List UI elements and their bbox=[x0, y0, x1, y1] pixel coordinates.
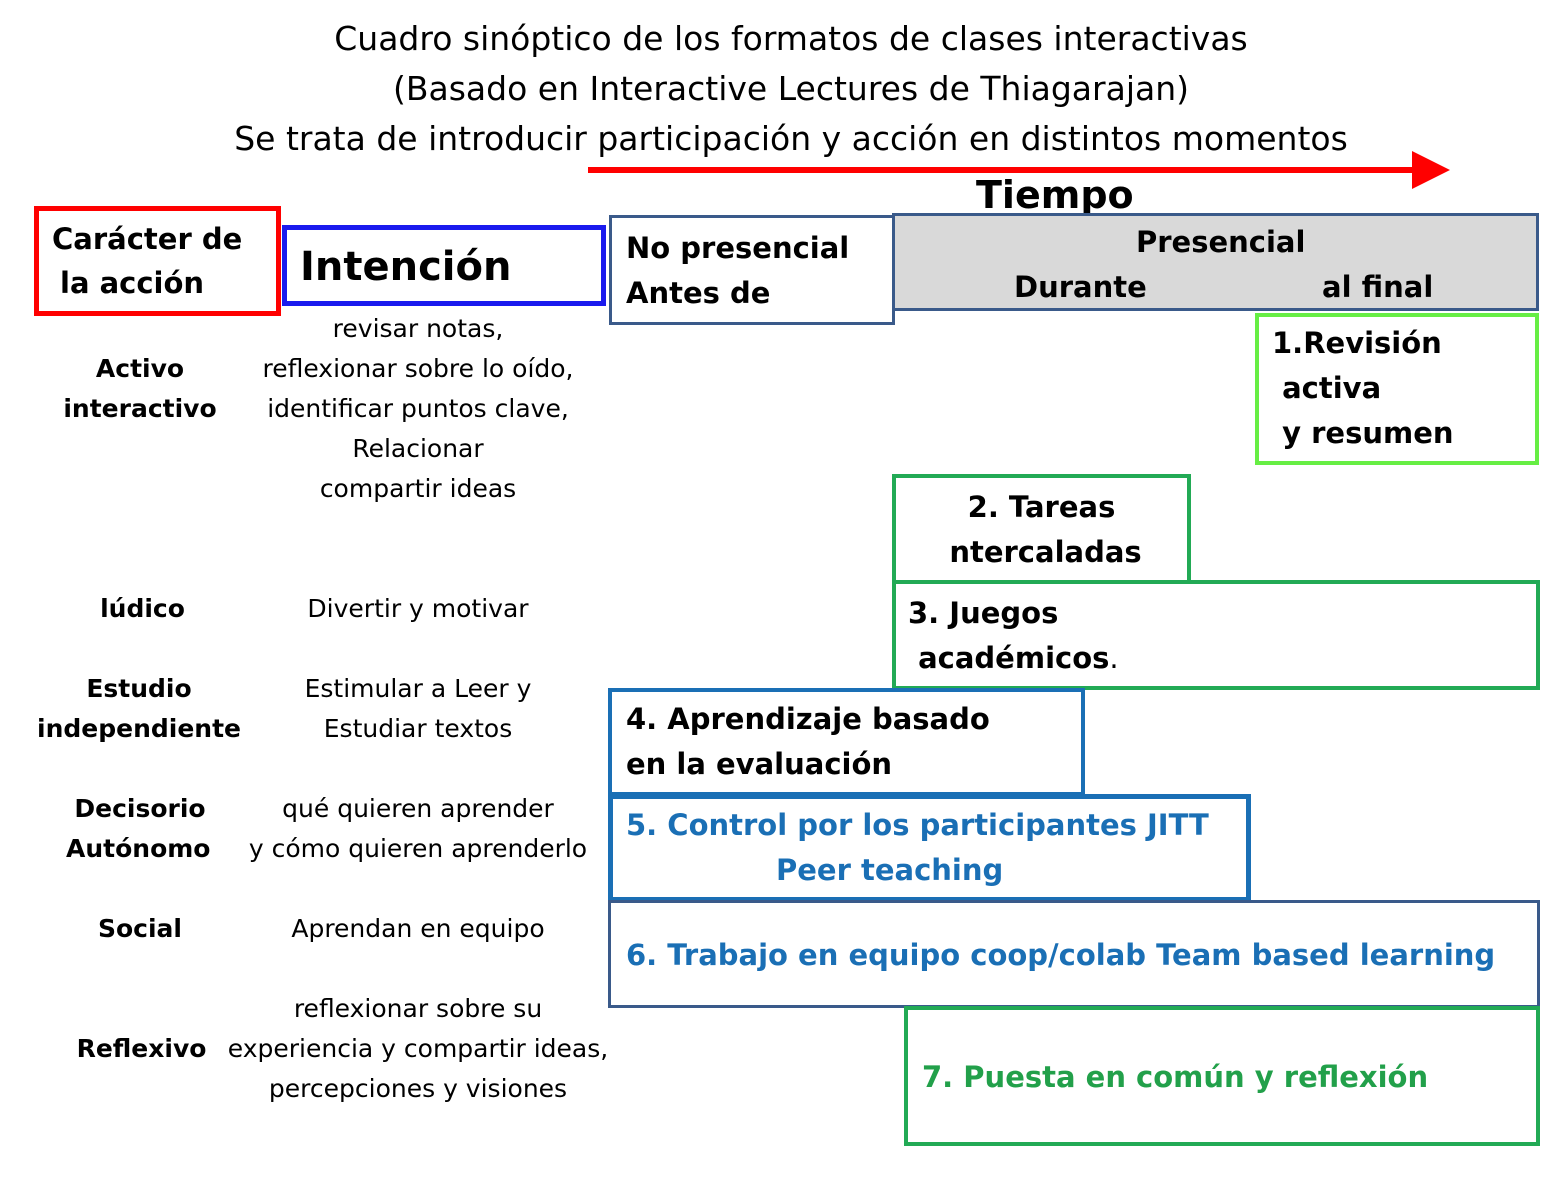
presencial-header-box bbox=[892, 213, 1539, 311]
intencion-text: Aprendan en equipo bbox=[291, 914, 545, 943]
row-autonomo-caracter: Autónomo bbox=[66, 829, 216, 869]
durante-label: Durante bbox=[1014, 270, 1147, 304]
caracter-text: interactivo bbox=[63, 394, 217, 423]
format-3-line-1: 3. Juegos bbox=[908, 596, 1059, 630]
row-social-intencion: Aprendan en equipo bbox=[228, 909, 608, 949]
intencion-text: revisar notas, bbox=[332, 314, 504, 343]
presencial-label: Presencial bbox=[1136, 225, 1306, 259]
format-7-line-1: 7. Puesta en común y reflexión bbox=[922, 1060, 1429, 1094]
no-presencial-line-2: Antes de bbox=[626, 276, 771, 310]
caracter-text: Reflexivo bbox=[76, 1034, 207, 1063]
format-4-line-2: en la evaluación bbox=[626, 747, 893, 781]
caracter-text: Activo bbox=[95, 354, 185, 383]
format-1-line-3: y resumen bbox=[1272, 416, 1454, 450]
intencion-text: reflexionar sobre su bbox=[293, 994, 543, 1023]
title-line-3: Se trata de introducir participación y a… bbox=[234, 119, 1348, 158]
caracter-text: Decisorio bbox=[74, 794, 206, 823]
title-line-1: Cuadro sinóptico de los formatos de clas… bbox=[334, 19, 1248, 58]
title-line-2: (Basado en Interactive Lectures de Thiag… bbox=[392, 69, 1189, 108]
intencion-text: reflexionar sobre lo oído, bbox=[262, 354, 574, 383]
row-ludico-caracter: lúdico bbox=[40, 589, 245, 629]
format-4-line-1: 4. Aprendizaje basado bbox=[626, 702, 990, 736]
intencion-text: y cómo quieren aprenderlo bbox=[248, 834, 588, 863]
format-2-line-1: 2. Tareas bbox=[967, 490, 1116, 524]
row-reflexivo-caracter: Reflexivo bbox=[74, 1029, 209, 1069]
format-5-line-1: 5. Control por los participantes JITT bbox=[626, 808, 1209, 842]
intencion-text: Estudiar textos bbox=[323, 714, 513, 743]
format-3-period: . bbox=[1109, 641, 1119, 675]
format-5-line-2: Peer teaching bbox=[776, 853, 1004, 887]
row-reflexivo-intencion: reflexionar sobre su experiencia y compa… bbox=[212, 989, 624, 1109]
caracter-header-line-2: la acción bbox=[60, 266, 205, 300]
row-ludico-intencion: Divertir y motivar bbox=[228, 589, 608, 629]
format-1-line-2: activa bbox=[1272, 371, 1382, 405]
intencion-header: Intención bbox=[300, 244, 512, 290]
intencion-header-box bbox=[282, 225, 606, 306]
tiempo-label: Tiempo bbox=[976, 173, 1134, 217]
row-estudio-caracter: Estudio independiente bbox=[30, 669, 248, 749]
row-decisorio-caracter: Decisorio bbox=[40, 789, 240, 829]
caracter-text: Social bbox=[97, 914, 182, 943]
caracter-header-line-1: Carácter de bbox=[52, 222, 243, 256]
caracter-text: Estudio bbox=[86, 674, 192, 703]
caracter-text: lúdico bbox=[100, 594, 185, 623]
row-estudio-intencion: Estimular a Leer y Estudiar textos bbox=[228, 669, 608, 749]
caracter-text: Autónomo bbox=[66, 834, 211, 863]
format-3-text: académicos bbox=[908, 641, 1110, 675]
intencion-text: identificar puntos clave, bbox=[267, 394, 569, 423]
format-1-box bbox=[1255, 313, 1539, 465]
format-3-box bbox=[892, 580, 1540, 690]
no-presencial-line-1: No presencial bbox=[626, 231, 850, 265]
format-2-line-2: ntercaladas bbox=[949, 535, 1142, 569]
intencion-text: Divertir y motivar bbox=[307, 594, 529, 623]
intencion-text: Estimular a Leer y bbox=[304, 674, 532, 703]
format-5-box bbox=[608, 794, 1251, 902]
format-3-line-2: académicos. bbox=[908, 636, 1119, 681]
caracter-text: independiente bbox=[37, 714, 241, 743]
al-final-label: al final bbox=[1322, 270, 1434, 304]
format-7-box bbox=[904, 1006, 1540, 1146]
format-1-line-1: 1.Revisión bbox=[1272, 326, 1442, 360]
intencion-text: percepciones y visiones bbox=[268, 1074, 568, 1103]
row-activo-caracter: Activo interactivo bbox=[40, 349, 240, 429]
row-activo-intencion: revisar notas, reflexionar sobre lo oído… bbox=[228, 309, 608, 509]
caracter-header-box bbox=[34, 206, 281, 316]
intencion-text: experiencia y compartir ideas, bbox=[227, 1034, 609, 1063]
row-decisorio-intencion: qué quieren aprender y cómo quieren apre… bbox=[222, 789, 614, 869]
row-social-caracter: Social bbox=[40, 909, 240, 949]
intencion-text: compartir ideas bbox=[319, 474, 517, 503]
format-6-line-1: 6. Trabajo en equipo coop/colab Team bas… bbox=[626, 938, 1496, 972]
intencion-text: qué quieren aprender bbox=[282, 794, 554, 823]
intencion-text: Relacionar bbox=[352, 434, 484, 463]
